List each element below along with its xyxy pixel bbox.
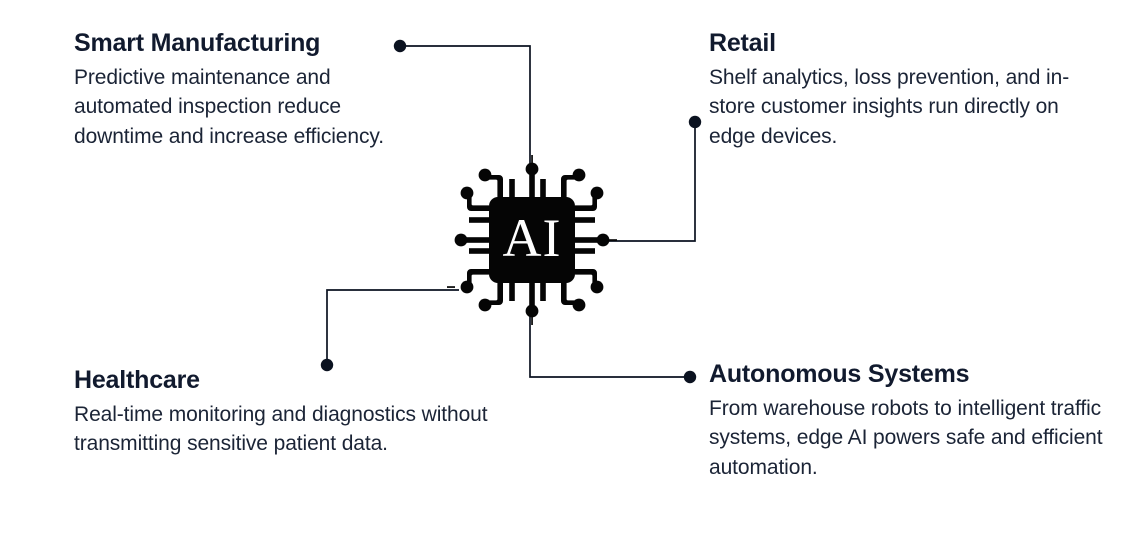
chip-lead-top-center <box>531 155 533 163</box>
node-autonomous-systems-title: Autonomous Systems <box>709 360 970 388</box>
chip-trace-top-right <box>561 175 579 198</box>
node-retail[interactable]: Retail Shelf analytics, loss prevention,… <box>709 29 1109 151</box>
chip-node-right-bottom <box>590 280 604 294</box>
node-retail-title: Retail <box>709 29 776 57</box>
chip-pin-bottom-3 <box>540 282 546 301</box>
connector-healthcare-path <box>326 289 459 365</box>
node-retail-description: Shelf analytics, loss prevention, and in… <box>709 66 1070 148</box>
chip-node-left-bottom <box>460 280 474 294</box>
chip-lead-right-center <box>607 239 617 241</box>
chip-trace-left-bottom <box>467 269 489 287</box>
chip-pin-top-1 <box>509 179 515 198</box>
node-smart-manufacturing-description: Predictive maintenance and automated ins… <box>74 66 384 148</box>
chip-node-bottom-right <box>572 298 586 312</box>
chip-lead-bottom-center <box>531 315 533 325</box>
node-smart-manufacturing[interactable]: Smart Manufacturing Predictive maintenan… <box>74 29 434 151</box>
chip-node-left-top <box>460 186 474 200</box>
ai-chip-icon: AI <box>447 155 617 325</box>
chip-node-bottom-left <box>478 298 492 312</box>
chip-pin-top-3 <box>540 179 546 198</box>
chip-body <box>489 197 575 283</box>
chip-trace-bottom-left <box>485 282 503 305</box>
chip-trace-right-bottom <box>575 269 597 287</box>
chip-node-right-top <box>590 186 604 200</box>
chip-lead-left-bottom <box>447 286 455 288</box>
chip-node-top-left <box>478 168 492 182</box>
node-healthcare-title: Healthcare <box>74 366 200 394</box>
chip-label-ai: AI <box>503 208 562 268</box>
chip-pin-left-1 <box>469 217 489 223</box>
ai-chip-svg: AI <box>447 155 617 325</box>
chip-node-bottom-center <box>525 304 539 318</box>
chip-pin-bottom-1 <box>509 282 515 301</box>
node-smart-manufacturing-title: Smart Manufacturing <box>74 29 321 57</box>
chip-trace-top-left <box>485 175 503 198</box>
node-healthcare[interactable]: Healthcare Real-time monitoring and diag… <box>74 366 494 459</box>
chip-pin-left-2 <box>461 237 489 243</box>
node-autonomous-systems-description: From warehouse robots to intelligent tra… <box>709 397 1103 479</box>
chip-node-top-right <box>572 168 586 182</box>
chip-node-right-center <box>596 233 610 247</box>
chip-node-left-center <box>454 233 468 247</box>
chip-node-top-center <box>525 162 539 176</box>
chip-pin-bottom-2 <box>529 282 535 311</box>
node-healthcare-description: Real-time monitoring and diagnostics wit… <box>74 403 488 456</box>
chip-trace-left-top <box>467 193 489 211</box>
chip-pin-left-3 <box>469 248 489 254</box>
chip-pin-top-2 <box>529 169 535 198</box>
node-autonomous-systems[interactable]: Autonomous Systems From warehouse robots… <box>709 360 1109 482</box>
connector-dot-autonomous-systems <box>683 370 697 384</box>
connector-dot-retail <box>688 115 702 129</box>
chip-pin-right-1 <box>575 217 595 223</box>
chip-pin-right-3 <box>575 248 595 254</box>
chip-trace-bottom-right <box>561 282 579 305</box>
chip-pin-right-2 <box>575 237 603 243</box>
chip-trace-right-top <box>575 193 597 211</box>
